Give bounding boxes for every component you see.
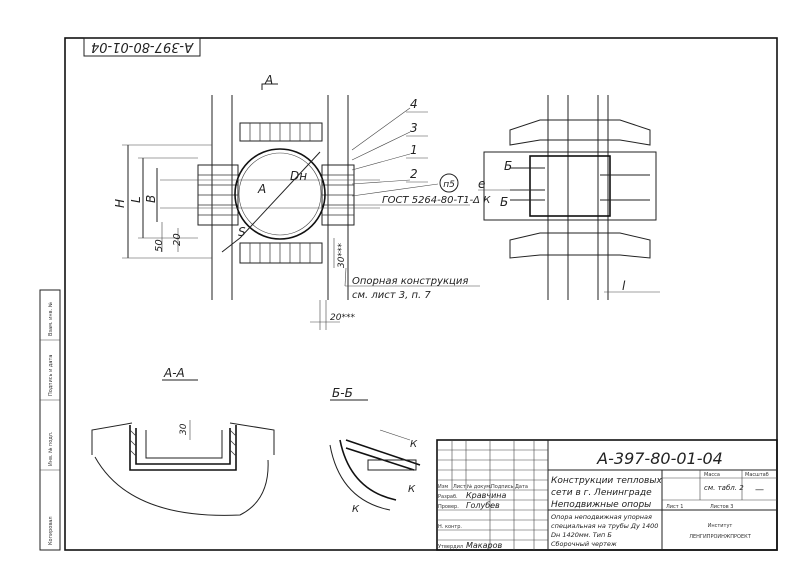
sheets-label: Листов 3 [710,504,733,510]
pipe-section [234,148,326,240]
dim-20-stars: 20*** [330,313,355,323]
dim-k1: К [410,439,418,450]
col-sign: Подпись [491,484,514,490]
stage-value: см. табл. 2 [704,484,744,492]
title-name-1: Конструкции тепловых [551,476,662,486]
row-nkontr: Н. контр. [438,524,462,530]
dim-30-aa: 30 [179,423,189,435]
support-note-line1: Опорная конструкция [352,276,468,287]
dim-20: 20 [172,233,183,246]
dim-30-stars: 30*** [337,243,347,268]
stamp-copied: Копировал [48,516,54,545]
stamp-sign-date: Подпись и дата [48,355,54,396]
dim-k2: К [408,484,416,495]
section-b-lower: Б [500,195,508,209]
support-note-line2: см. лист 3, п. 7 [352,290,431,301]
title-name-3: Неподвижные опоры [551,500,651,510]
sheet-label: Лист 1 [666,504,683,510]
dim-s: S [238,225,246,239]
title-desc-4: Сборочный чертеж [551,540,617,548]
left-stamp: Взам. инв. № Подпись и дата Инв. № подл.… [39,289,61,551]
stage-header: Масса [704,472,720,478]
section-a-center-label: А [257,182,266,196]
dim-e: е [478,177,485,191]
scale-value: — [755,485,764,495]
name-razrab: Кравчина [466,491,507,500]
section-bb-label: Б-Б [332,386,353,400]
pos-3: 3 [410,121,418,135]
pos-4: 4 [410,97,418,111]
pos-2: 2 [410,167,418,181]
side-view: Б Б е l [478,95,660,300]
title-desc-3: Dн 1420мм. Тип Б [551,531,612,539]
dim-k3: К [352,504,360,515]
title-desc-1: Опора неподвижная упорная [551,513,652,521]
dim-b: B [144,195,158,203]
section-a-top-label: А [264,73,273,87]
col-doc: № докум. [467,484,492,490]
stamp-vzam: Взам. инв. № [48,301,54,336]
row-utv: Утвердил [438,544,463,550]
name-utv: Макаров [466,541,503,550]
stamp-inv-orig: Инв. № подл. [48,431,54,466]
section-aa: А-А 30 [91,366,275,516]
pos-1: 1 [410,143,418,157]
title-name-2: сети в г. Ленинграде [551,488,652,498]
col-list: Лист [453,484,466,490]
note-p5: п5 [443,180,455,190]
section-bb: Б-Б К К К [329,386,421,515]
col-date: Дата [515,484,528,490]
dim-dn: Dн [290,169,307,183]
sheet-code-stamp: А-397-80-01-04 [83,37,201,57]
title-code: А-397-80-01-04 [596,449,723,468]
dim-h: H [113,199,127,208]
name-prov: Голубев [466,501,500,510]
title-block: Изм Лист № докум. Подпись Дата Разраб. П… [436,439,778,551]
title-desc-2: специальная на трубы Ду 1400 [551,522,658,530]
dim-l-lower: l [622,279,626,293]
section-aa-label: А-А [163,366,185,380]
org-line2: ЛЕНГИПРОИНЖПРОЕКТ [689,534,751,540]
scale-header: Масштаб [745,472,769,478]
row-razrab: Разраб. [438,494,458,500]
row-prov: Провер. [438,504,459,510]
org-line1: Институт [708,523,733,529]
weld-note: ГОСТ 5264-80-Т1-Δ К [382,195,491,206]
dim-l: L [129,196,143,203]
sheet-frame [64,37,778,551]
col-izm: Изм [438,484,448,490]
sheet-code-text: А-397-80-01-04 [91,39,194,54]
main-view: А А Dн S 4 3 1 2 п5 ГОСТ 5264-80-Т1-Δ К … [113,73,491,330]
note-p5-circle [439,173,459,193]
dim-50: 50 [154,239,165,252]
section-b-upper: Б [504,159,512,173]
